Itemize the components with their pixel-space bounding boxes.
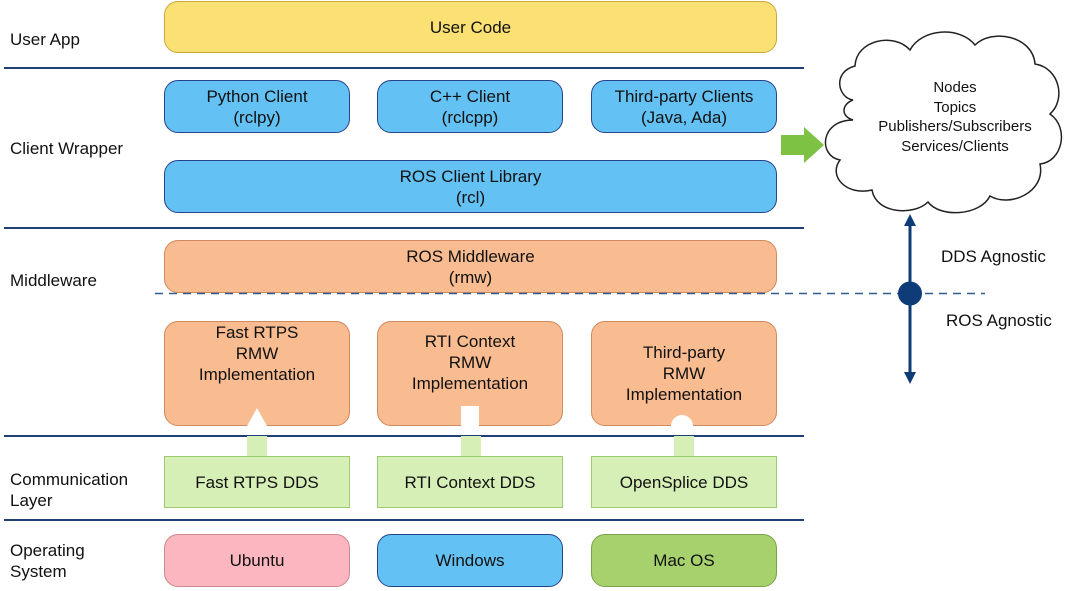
cpp-client-box: C++ Client (rclcpp) — [377, 80, 563, 133]
third-party-clients-box: Third-party Clients (Java, Ada) — [591, 80, 777, 133]
third-party-rmw-label: Third-party RMW Implementation — [625, 343, 743, 404]
cloud-concepts-text: Nodes Topics Publishers/Subscribers Serv… — [878, 79, 1032, 155]
axis-arrow-up — [904, 214, 916, 226]
rcl-box: ROS Client Library (rcl) — [164, 160, 777, 213]
separator-line — [4, 227, 804, 229]
green-arrow — [781, 127, 824, 163]
opensplice-dds-box: OpenSplice DDS — [591, 456, 777, 508]
python-client-box: Python Client (rclpy) — [164, 80, 350, 133]
separator-line — [4, 519, 804, 521]
circle-connector — [671, 415, 694, 456]
third-party-clients-label: Third-party Clients (Java, Ada) — [614, 86, 754, 127]
triangle-connector — [247, 408, 267, 456]
opensplice-dds-label: OpenSplice DDS — [619, 472, 749, 492]
rcl-label: ROS Client Library (rcl) — [399, 166, 542, 207]
ubuntu-label: Ubuntu — [229, 551, 285, 570]
ubuntu-box: Ubuntu — [164, 534, 350, 587]
layer-label-user-app: User App — [10, 30, 80, 49]
rti-context-dds-label: RTI Context DDS — [404, 472, 536, 492]
fast-rtps-dds-box: Fast RTPS DDS — [164, 456, 350, 508]
layer-label-communication: Communication Layer — [10, 470, 129, 510]
fast-rtps-dds-label: Fast RTPS DDS — [195, 472, 319, 492]
cpp-client-label: C++ Client (rclcpp) — [429, 86, 511, 127]
third-party-rmw-box: Third-party RMW Implementation — [591, 321, 777, 426]
mac-os-box: Mac OS — [591, 534, 777, 587]
layer-label-os: Operating System — [10, 541, 85, 581]
cloud-shape — [824, 31, 1063, 214]
square-connector — [461, 406, 481, 456]
rmw-label: ROS Middleware (rmw) — [406, 246, 535, 287]
user-code-label: User Code — [429, 17, 512, 37]
layer-label-middleware: Middleware — [10, 271, 97, 290]
layer-label-client-wrapper: Client Wrapper — [10, 139, 124, 158]
ros-agnostic-label: ROS Agnostic — [946, 311, 1052, 330]
axis-node — [898, 281, 922, 306]
mac-os-label: Mac OS — [653, 551, 715, 570]
axis-arrow-down — [904, 372, 916, 384]
fast-rtps-rmw-label: Fast RTPS RMW Implementation — [198, 323, 316, 384]
windows-box: Windows — [377, 534, 563, 587]
rti-context-dds-box: RTI Context DDS — [377, 456, 563, 508]
user-code-box: User Code — [164, 1, 777, 53]
separator-line — [4, 435, 804, 437]
dds-agnostic-label: DDS Agnostic — [941, 247, 1046, 266]
rti-context-rmw-label: RTI Context RMW Implementation — [411, 332, 529, 393]
windows-label: Windows — [435, 551, 505, 570]
rmw-box: ROS Middleware (rmw) — [164, 240, 777, 293]
fast-rtps-rmw-box: Fast RTPS RMW Implementation — [164, 321, 350, 426]
python-client-label: Python Client (rclpy) — [206, 86, 308, 127]
separator-line — [4, 67, 804, 69]
